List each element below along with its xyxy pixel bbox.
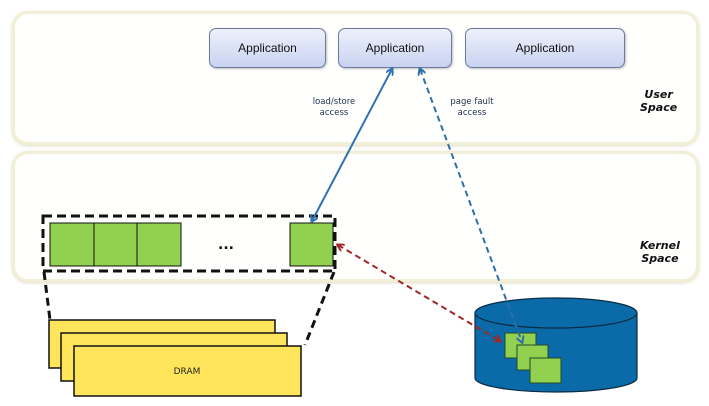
load-store-arrow: [312, 69, 392, 221]
swap-arrow: [338, 245, 500, 341]
dram-label: DRAM: [174, 367, 201, 377]
page-2: [93, 222, 138, 267]
page-3: [136, 222, 182, 267]
kernel-space-label: Kernel Space: [640, 239, 680, 265]
disk-page-3: [529, 357, 562, 384]
application-box-2[interactable]: Application: [338, 28, 452, 68]
page-last: [289, 222, 334, 267]
application-box-1[interactable]: Application: [209, 28, 326, 68]
kernel-space-label-line1: Kernel: [640, 239, 680, 252]
kernel-space-label-line2: Space: [641, 252, 679, 265]
page-ellipsis: ...: [218, 237, 234, 253]
application-box-3[interactable]: Application: [465, 28, 625, 68]
page-fault-arrow: [420, 69, 522, 342]
user-space-label: User Space: [640, 88, 677, 114]
dram-stack: DRAM: [48, 319, 302, 397]
user-space-label-line2: Space: [640, 101, 678, 114]
disk-icon: [474, 297, 638, 393]
page-cache-box: [41, 214, 337, 273]
zoom-line-right: [303, 271, 336, 346]
page-cache-pages: [49, 222, 334, 267]
user-space-label-line1: User: [644, 88, 673, 101]
page-1: [49, 222, 95, 267]
dram-module-front: [73, 345, 302, 397]
zoom-line-left: [42, 271, 52, 321]
